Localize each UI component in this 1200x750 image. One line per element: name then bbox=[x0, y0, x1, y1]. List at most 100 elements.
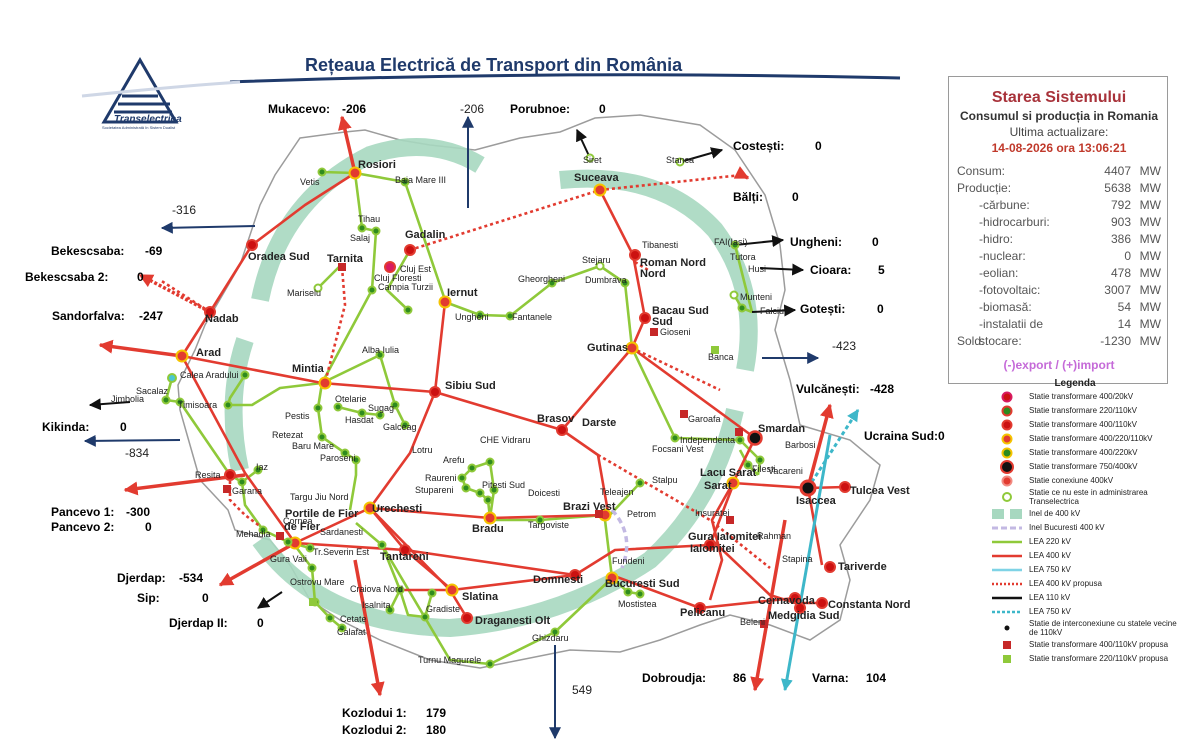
export-import-note[interactable]: (-)export / (+)import bbox=[1003, 358, 1115, 372]
flow-label: 180 bbox=[426, 723, 446, 737]
legend-item-label: Statie transformare 400/220kV bbox=[1029, 448, 1138, 457]
station-label: Rahman bbox=[757, 531, 791, 541]
station-marker bbox=[307, 563, 317, 573]
map-line bbox=[806, 408, 860, 489]
map-line bbox=[251, 138, 485, 302]
status-row-label: -hidrocarburi: bbox=[979, 215, 1050, 229]
map-line bbox=[218, 541, 296, 587]
map-line bbox=[751, 304, 797, 317]
station-marker bbox=[824, 561, 836, 573]
map-line bbox=[317, 265, 341, 289]
station-marker bbox=[237, 477, 247, 487]
status-subtitle: Consumul si producția in Romania bbox=[959, 109, 1159, 123]
station-label: Gutinas bbox=[587, 342, 628, 354]
station-marker bbox=[258, 525, 268, 535]
legend-items: Statie transformare 400/20kV Statie trans… bbox=[985, 390, 1185, 665]
flow-label: 0 bbox=[257, 616, 264, 630]
station-marker bbox=[735, 435, 745, 445]
station-label: Urechesti bbox=[372, 503, 422, 515]
station-marker bbox=[305, 543, 315, 553]
station-marker bbox=[317, 167, 327, 177]
station-label: Galceag bbox=[383, 422, 417, 432]
flow-label: Ucraina Sud: bbox=[864, 429, 938, 443]
station-label: Garoafa bbox=[688, 414, 721, 424]
proposed-station-marker bbox=[726, 516, 734, 524]
legend-item-label: Statie transformare 220/110kV propusa bbox=[1029, 654, 1169, 663]
station-label: Rosiori bbox=[358, 159, 396, 171]
station-label: Resita bbox=[195, 470, 221, 480]
legend-item-750-400kv: Statie transformare 750/400kV bbox=[985, 459, 1185, 474]
flow-label: -206 bbox=[460, 102, 484, 116]
map-line bbox=[750, 519, 787, 692]
legend-item-label: Inel de 400 kV bbox=[1029, 509, 1081, 518]
legend-item-400-220-110kv: Statie transformare 400/220/110kV bbox=[985, 432, 1185, 445]
flow-label: Vulcănești: bbox=[796, 382, 860, 396]
map-line bbox=[226, 374, 323, 407]
station-label: Ungheni bbox=[455, 312, 489, 322]
legend-item-label: Statie ce nu este in administrarea Trans… bbox=[1029, 488, 1148, 506]
proposed-station-marker bbox=[680, 410, 688, 418]
legend-title: Legenda bbox=[1054, 378, 1096, 389]
legend-item-non-transelectrica: Statie ce nu este in administrarea Trans… bbox=[985, 488, 1185, 506]
flow-label: Costești: bbox=[733, 139, 784, 153]
station-marker bbox=[747, 430, 763, 446]
flow-label: 0 bbox=[815, 139, 822, 153]
legend-item-400-20kv: Statie transformare 400/20kV bbox=[985, 390, 1185, 403]
flow-label: -69 bbox=[145, 244, 163, 258]
station-label: Iernut bbox=[447, 287, 478, 299]
status-row-value: 3007 bbox=[1104, 283, 1131, 297]
station-label: Stupareni bbox=[415, 485, 454, 495]
station-label: Gheorgheni bbox=[518, 274, 565, 284]
legend-symbol-icon bbox=[985, 622, 1029, 635]
station-label: Cetate bbox=[340, 614, 367, 624]
status-row-unit: MW bbox=[1139, 232, 1161, 246]
legend-item-400-110kv: Statie transformare 400/110kV bbox=[985, 418, 1185, 431]
station-label: Paroseni bbox=[320, 453, 356, 463]
legend-item-lea-750kv: LEA 750 kV bbox=[985, 563, 1185, 576]
flow-label: Dobroudja: bbox=[642, 671, 706, 685]
status-row-label: -cărbune: bbox=[979, 198, 1030, 212]
station-label: Filesti bbox=[752, 464, 776, 474]
map-line bbox=[385, 249, 412, 311]
flow-label: Porubnoe: bbox=[510, 102, 570, 116]
proposed-station-marker bbox=[223, 485, 231, 493]
station-marker bbox=[427, 588, 437, 598]
station-marker bbox=[505, 311, 515, 321]
flow-label: 0 bbox=[599, 102, 606, 116]
legend-symbol-icon bbox=[985, 459, 1029, 474]
station-marker bbox=[629, 249, 641, 261]
station-marker bbox=[729, 290, 739, 300]
station-label: Tulcea Vest bbox=[850, 485, 910, 497]
flow-label: 0 bbox=[137, 270, 144, 284]
flow-label: Djerdap II: bbox=[169, 616, 228, 630]
station-label: CHE Vidraru bbox=[480, 435, 530, 445]
map-line bbox=[114, 94, 172, 114]
station-label: Calea Aradului bbox=[180, 370, 239, 380]
station-marker bbox=[799, 479, 817, 497]
station-label: Craiova Nord bbox=[350, 584, 403, 594]
legend-item-label: Statie transformare 750/400kV bbox=[1029, 462, 1138, 471]
station-marker bbox=[161, 395, 171, 405]
flow-label: Mukacevo: bbox=[268, 102, 330, 116]
station-marker bbox=[639, 312, 651, 324]
status-row-unit: MW bbox=[1139, 181, 1161, 195]
station-marker bbox=[351, 455, 361, 465]
status-row-value: 4407 bbox=[1104, 164, 1131, 178]
station-marker bbox=[457, 473, 467, 483]
station-label: Tantareni bbox=[380, 551, 429, 563]
legend-symbol-icon bbox=[985, 605, 1029, 618]
map-line bbox=[780, 434, 832, 692]
station-marker bbox=[535, 515, 545, 525]
station-marker bbox=[670, 433, 680, 443]
station-label: Stejaru bbox=[582, 255, 611, 265]
map-line bbox=[603, 519, 614, 579]
ring-400kv bbox=[224, 138, 758, 638]
legend-item-label: LEA 750 kV bbox=[1029, 565, 1071, 574]
stations-400kv bbox=[175, 166, 851, 624]
station-marker bbox=[585, 153, 595, 163]
station-label: Jimbolia bbox=[111, 394, 144, 404]
station-marker bbox=[399, 544, 411, 556]
station-label: Alba Iulia bbox=[362, 345, 399, 355]
